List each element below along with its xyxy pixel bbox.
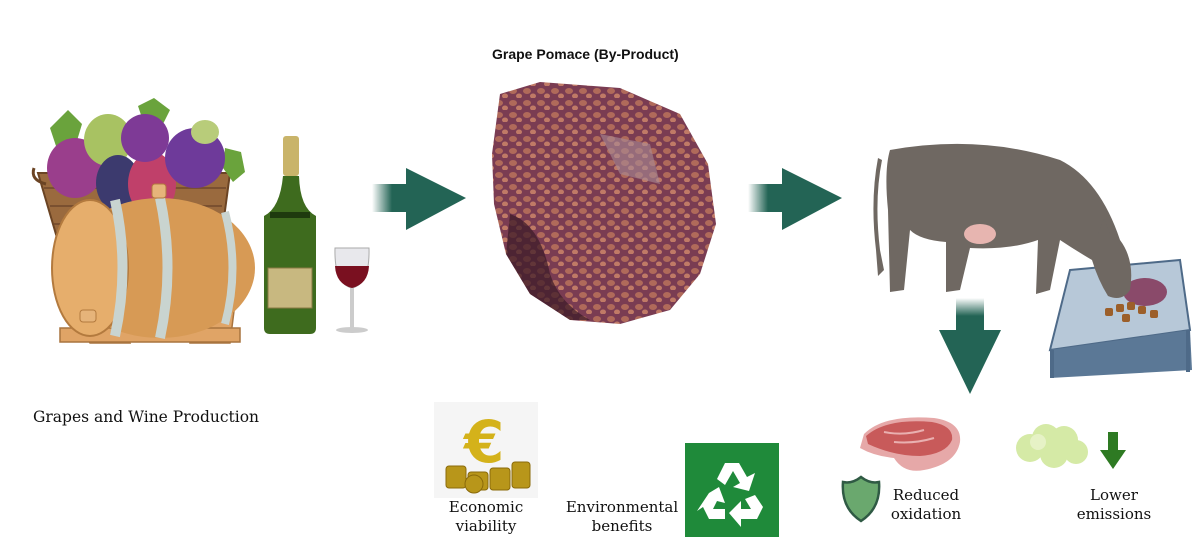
benefit-economic-line1: Economic — [448, 498, 524, 516]
down-arrow-icon — [1100, 432, 1126, 470]
benefit-emissions-line2: emissions — [1076, 505, 1152, 523]
barrel-icon — [51, 183, 255, 340]
benefit-oxidation-line1: Reduced — [892, 486, 960, 504]
benefit-oxidation-label: Reduced oxidation — [886, 486, 966, 524]
arrow-right-icon — [372, 168, 466, 230]
benefit-oxidation-line2: oxidation — [890, 505, 962, 523]
flow-arrow-down — [938, 296, 1002, 396]
euro-coins-icon: € — [434, 402, 538, 498]
flow-arrow-1 — [372, 168, 468, 232]
benefit-economic-line2: viability — [455, 517, 517, 535]
cow-icon — [873, 143, 1132, 298]
wine-bottle-icon — [264, 136, 316, 334]
wine-glass-icon — [334, 247, 370, 333]
benefit-environmental-line1: Environmental — [565, 498, 679, 516]
arrow-down-icon — [939, 298, 1001, 394]
flow-arrow-2 — [748, 168, 844, 232]
recycle-icon — [685, 443, 779, 537]
grape-pomace-illustration — [480, 74, 730, 326]
svg-text:€: € — [462, 408, 504, 476]
udder — [964, 224, 996, 244]
benefit-environmental-label: Environmental benefits — [562, 498, 682, 536]
benefit-environmental-line2: benefits — [591, 517, 653, 535]
feed-pomace-icon — [1105, 278, 1167, 322]
benefit-emissions-line1: Lower — [1090, 486, 1138, 504]
cattle-feeding-illustration — [860, 130, 1200, 380]
emission-cloud-icon — [1014, 420, 1090, 472]
benefit-emissions-label: Lower emissions — [1066, 486, 1162, 524]
steak-icon — [854, 412, 966, 474]
stage-label-wine: Grapes and Wine Production — [33, 408, 260, 426]
benefit-economic: € Economic viability — [434, 400, 538, 538]
stage-label-pomace: Grape Pomace (By-Product) — [492, 46, 679, 62]
arrow-right-icon — [748, 168, 842, 230]
shield-icon — [840, 474, 882, 524]
wine-production-illustration — [20, 88, 380, 348]
